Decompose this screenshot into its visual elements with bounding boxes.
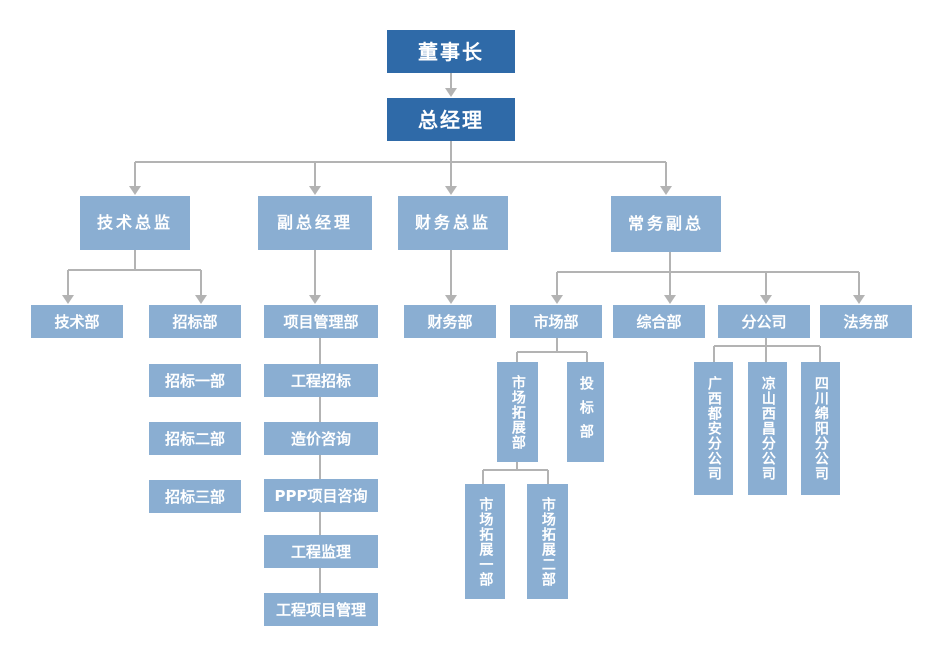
node-market-expansion-1: 市场拓展一部 — [465, 484, 505, 599]
node-cfo: 财务总监 — [398, 196, 508, 250]
arrow-head — [853, 295, 865, 304]
arrow-head — [551, 295, 563, 304]
arrow-head — [664, 295, 676, 304]
node-bidding-3: 招标三部 — [149, 480, 241, 513]
node-deputy-gm: 副总经理 — [258, 196, 372, 250]
arrow-head — [195, 295, 207, 304]
node-market-expansion-2: 市场拓展二部 — [527, 484, 568, 599]
arrow-head — [309, 186, 321, 195]
arrow-head — [445, 295, 457, 304]
node-eng-bidding: 工程招标 — [264, 364, 378, 397]
node-market-dept: 市场部 — [510, 305, 602, 338]
node-cost-consulting: 造价咨询 — [264, 422, 378, 455]
arrow-head — [760, 295, 772, 304]
node-eng-supervision: 工程监理 — [264, 535, 378, 568]
node-branch-guangxi: 广西都安分公司 — [694, 362, 733, 495]
node-general-dept: 综合部 — [613, 305, 705, 338]
arrow-head — [309, 295, 321, 304]
node-branch-liangshan: 凉山西昌分公司 — [748, 362, 787, 495]
node-branch: 分公司 — [718, 305, 810, 338]
node-chairman: 董事长 — [387, 30, 515, 73]
node-pm-dept: 项目管理部 — [264, 305, 378, 338]
node-general-manager: 总经理 — [387, 98, 515, 141]
node-cto: 技术总监 — [80, 196, 190, 250]
node-tender-dept: 投标部 — [567, 362, 604, 462]
node-legal-dept: 法务部 — [820, 305, 912, 338]
arrow-head — [62, 295, 74, 304]
arrow-head — [660, 186, 672, 195]
node-branch-sichuan: 四川绵阳分公司 — [801, 362, 840, 495]
node-eng-pm: 工程项目管理 — [264, 593, 378, 626]
node-executive-deputy: 常务副总 — [611, 196, 721, 252]
arrow-head — [129, 186, 141, 195]
node-market-expansion: 市场拓展部 — [497, 362, 538, 462]
node-bidding-2: 招标二部 — [149, 422, 241, 455]
node-bidding-1: 招标一部 — [149, 364, 241, 397]
node-bidding-dept: 招标部 — [149, 305, 241, 338]
node-finance-dept: 财务部 — [404, 305, 496, 338]
node-ppp-consulting: PPP项目咨询 — [264, 479, 378, 512]
arrow-head — [445, 186, 457, 195]
node-tech-dept: 技术部 — [31, 305, 123, 338]
arrow-head — [445, 88, 457, 97]
